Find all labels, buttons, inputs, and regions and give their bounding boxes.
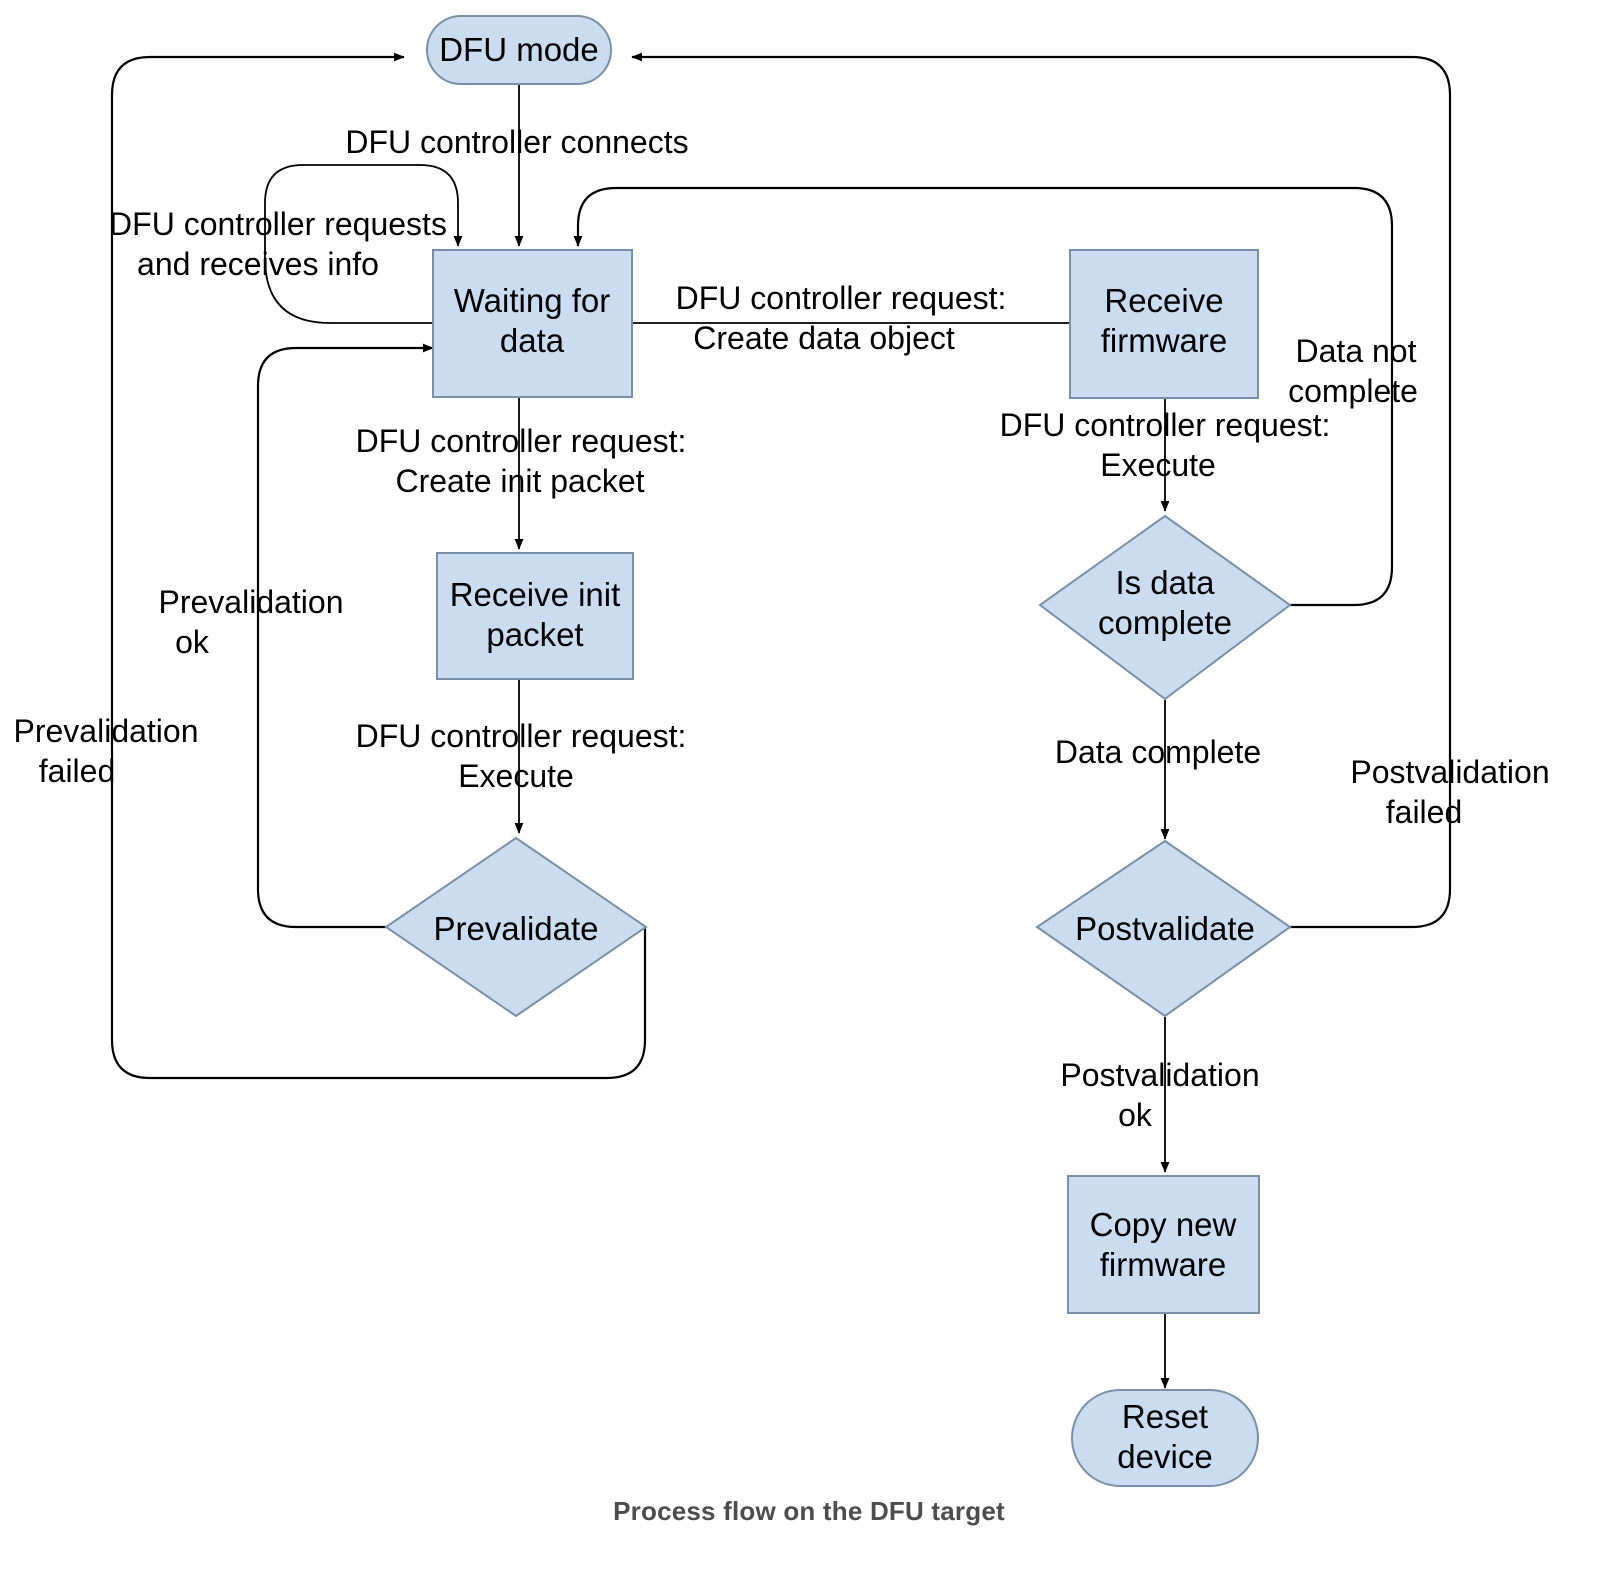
node-receive-firmware[interactable]: Receive firmware: [1069, 249, 1259, 399]
edge-label-create-init-packet-2: Create init packet: [395, 463, 644, 499]
edge-label-create-data-object-2: Create data object: [693, 320, 955, 356]
node-postvalidate[interactable]: Postvalidate: [1035, 839, 1292, 1018]
node-waiting-for-data-shape: [432, 249, 633, 398]
edge-label-data-complete: Data complete: [1055, 734, 1261, 770]
node-waiting-for-data-label-1: Waiting for: [454, 282, 611, 319]
edge-label-postvalidation-ok-2: ok: [1118, 1097, 1153, 1133]
node-is-data-complete-shape: [1038, 514, 1292, 701]
node-receive-firmware-shape: [1069, 249, 1259, 399]
edge-prevalidation-ok-line: [256, 343, 434, 929]
edge-label-self-request-info-2: and receives info: [137, 246, 379, 282]
edge-label-data-not-complete-1: Data not: [1296, 333, 1417, 369]
edge-label-postvalidation-failed-1: Postvalidation: [1350, 754, 1549, 790]
node-waiting-for-data-label-2: data: [500, 322, 565, 359]
edge-label-prevalidation-failed-1: Prevalidation: [14, 713, 199, 749]
node-reset-device-label-2: device: [1117, 1438, 1212, 1475]
node-receive-init-packet[interactable]: Receive init packet: [436, 552, 634, 680]
edge-label-postvalidation-failed-2: failed: [1386, 794, 1463, 830]
edge-prevalidation-failed-line: [110, 52, 647, 1080]
node-dfu-mode[interactable]: DFU mode: [426, 15, 612, 85]
edge-label-prevalidation-ok-1: Prevalidation: [159, 584, 344, 620]
node-waiting-for-data[interactable]: Waiting for data: [432, 249, 633, 398]
diagram-caption: Process flow on the DFU target: [613, 1496, 1005, 1526]
edge-label-execute-firmware-1: DFU controller request:: [1000, 407, 1331, 443]
edge-data-not-complete-line: [573, 186, 1394, 607]
node-reset-device-label-1: Reset: [1122, 1398, 1208, 1435]
edge-label-prevalidation-failed-2: failed: [39, 753, 116, 789]
edge-self-request-info-line: [264, 164, 463, 324]
node-receive-firmware-label-1: Receive: [1104, 282, 1223, 319]
node-copy-new-firmware-shape: [1067, 1175, 1260, 1314]
edge-label-dfu-connects: DFU controller connects: [345, 124, 688, 160]
edge-label-postvalidation-ok-1: Postvalidation: [1060, 1057, 1259, 1093]
node-is-data-complete-label-1: Is data: [1115, 564, 1215, 601]
node-postvalidate-shape: [1035, 839, 1292, 1018]
node-dfu-mode-shape: [426, 15, 612, 85]
node-reset-device[interactable]: Reset device: [1071, 1389, 1259, 1487]
node-receive-init-packet-label-2: packet: [486, 616, 583, 653]
edge-label-create-data-object-1: DFU controller request:: [676, 280, 1007, 316]
node-copy-new-firmware[interactable]: Copy new firmware: [1067, 1175, 1260, 1314]
edge-label-data-not-complete-2: complete: [1288, 373, 1418, 409]
edge-label-execute-init-2: Execute: [458, 758, 574, 794]
node-copy-new-firmware-label-1: Copy new: [1090, 1206, 1237, 1243]
node-prevalidate-shape: [384, 836, 648, 1018]
node-is-data-complete-label-2: complete: [1098, 604, 1232, 641]
node-reset-device-shape: [1071, 1389, 1259, 1487]
node-receive-firmware-label-2: firmware: [1101, 322, 1228, 359]
node-receive-init-packet-label-1: Receive init: [450, 576, 621, 613]
node-copy-new-firmware-label-2: firmware: [1100, 1246, 1227, 1283]
node-receive-init-packet-shape: [436, 552, 634, 680]
edge-label-prevalidation-ok-2: ok: [175, 624, 210, 660]
edge-label-execute-firmware-2: Execute: [1100, 447, 1216, 483]
edge-label-create-init-packet-1: DFU controller request:: [356, 423, 687, 459]
node-postvalidate-label: Postvalidate: [1075, 910, 1255, 947]
edge-label-execute-init-1: DFU controller request:: [356, 718, 687, 754]
node-is-data-complete[interactable]: Is data complete: [1038, 514, 1292, 701]
edge-postvalidation-failed-line: [631, 52, 1452, 929]
node-prevalidate-label: Prevalidate: [433, 910, 598, 947]
node-dfu-mode-label: DFU mode: [439, 31, 599, 68]
node-prevalidate[interactable]: Prevalidate: [384, 836, 648, 1018]
edge-label-self-request-info-1: DFU controller requests: [109, 206, 447, 242]
